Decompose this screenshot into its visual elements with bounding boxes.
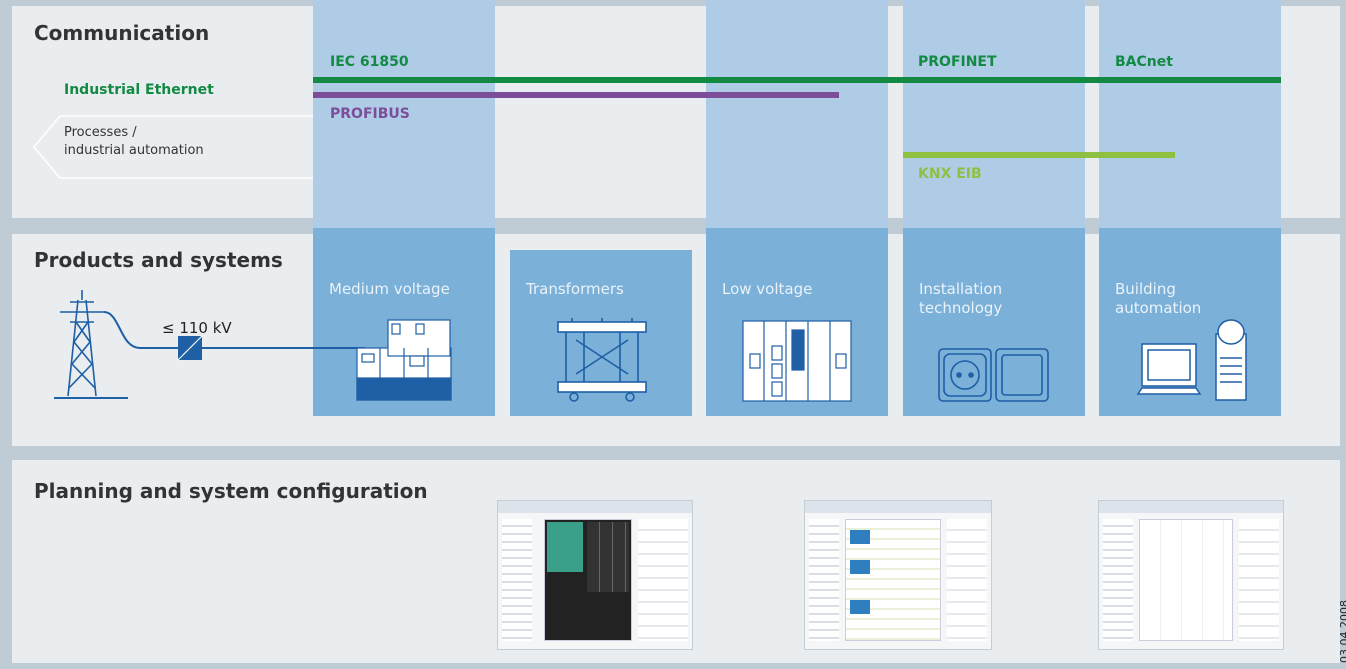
- column-label-installation-technology: Installation technology: [919, 280, 1003, 317]
- switchboard-icon: [742, 320, 852, 402]
- label-bacnet: BACnet: [1115, 54, 1173, 70]
- column-label-transformers: Transformers: [526, 280, 624, 298]
- label-profinet: PROFINET: [918, 54, 997, 70]
- column-low-top: [706, 0, 888, 228]
- computer-icon: [1136, 319, 1247, 401]
- pylon-cable-diagram: [54, 290, 365, 399]
- switchgear-icon: [356, 319, 452, 401]
- converter-box-icon: [177, 335, 203, 361]
- socket-and-switch-icon: [938, 348, 1049, 402]
- heading-communication: Communication: [34, 21, 210, 45]
- column-medium-top: [313, 0, 495, 228]
- knx-bus-line: [903, 152, 1175, 158]
- planning-screenshot-2: [804, 500, 992, 650]
- planning-screenshot-3: [1098, 500, 1284, 650]
- transmission-tower-icon: [54, 290, 128, 399]
- planning-screenshot-1: [497, 500, 693, 650]
- column-label-medium-voltage: Medium voltage: [329, 280, 450, 298]
- column-label-low-voltage: Low voltage: [722, 280, 813, 298]
- column-installation: Installation technology: [903, 228, 1085, 416]
- profibus-bus-line: [313, 92, 839, 98]
- label-profibus: PROFIBUS: [330, 106, 410, 122]
- column-installation-top: [903, 0, 1085, 228]
- processes-arrow-shape: [33, 115, 313, 179]
- label-industrial-ethernet: Industrial Ethernet: [64, 82, 214, 98]
- column-building-top: [1099, 0, 1281, 228]
- label-knx-eib: KNX EIB: [918, 166, 982, 182]
- voltage-label: ≤ 110 kV: [162, 319, 232, 337]
- ethernet-bus-line: [313, 77, 1281, 83]
- transformer-icon: [557, 318, 647, 402]
- processes-label: Processes / industrial automation: [64, 125, 204, 158]
- heading-products-and-systems: Products and systems: [34, 248, 283, 272]
- power-cable-line: [103, 311, 365, 349]
- column-label-building-automation: Building automation: [1115, 280, 1202, 317]
- date-label: 03.04.2008: [1338, 600, 1346, 663]
- label-iec-61850: IEC 61850: [330, 54, 409, 70]
- heading-planning: Planning and system configuration: [34, 479, 428, 503]
